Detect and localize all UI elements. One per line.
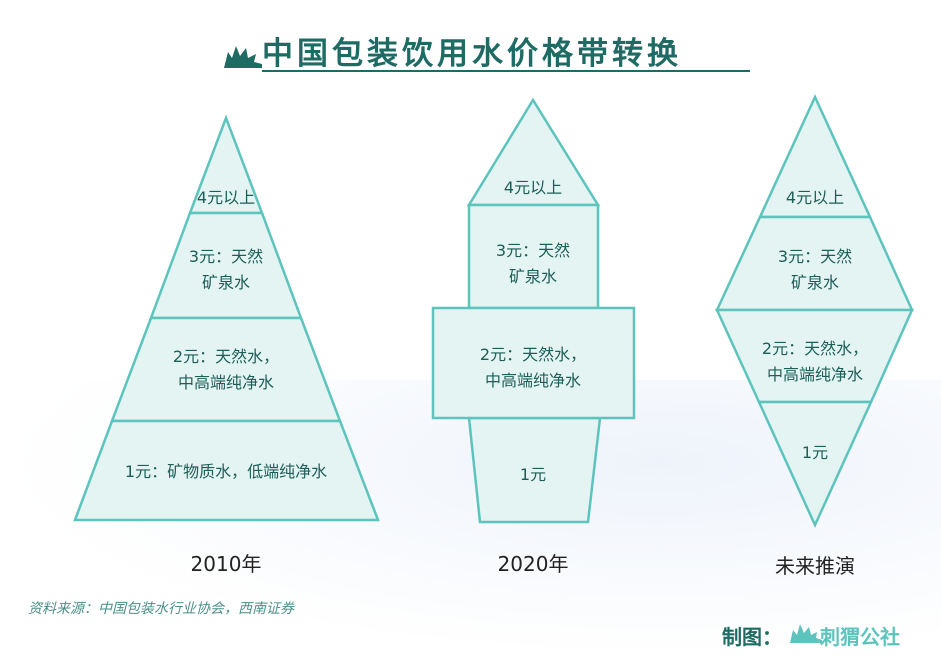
tier-label: 1元 (801, 443, 829, 462)
source-note: 资料来源：中国包装水行业协会，西南证券 (28, 601, 294, 617)
credit-label: 制图： (722, 625, 782, 649)
year-label: 2010年 (190, 552, 262, 576)
tier-label: 4元以上 (503, 178, 563, 197)
tier-label: 2元：天然水， 中高端纯净水 (172, 347, 280, 392)
tier-label: 2元：天然水， 中高端纯净水 (479, 345, 587, 390)
brand-name: 刺猬公社 (820, 625, 900, 649)
tier-label: 1元 (519, 465, 547, 484)
title-underline (262, 70, 750, 72)
tier-label: 3元：天然 矿泉水 (495, 241, 571, 286)
logo-icon (224, 46, 262, 68)
pyramid-2010-tier-1 (73, 419, 380, 522)
diamond-future-tier-1 (757, 400, 873, 529)
year-label: 2020年 (497, 552, 569, 576)
tier-label: 4元以上 (785, 188, 845, 207)
tier-label: 3元：天然 矿泉水 (188, 247, 264, 292)
brand-logo-icon (790, 624, 822, 643)
tier-label: 4元以上 (196, 188, 256, 207)
tier-label: 1元：矿物质水，低端纯净水 (124, 462, 328, 481)
year-label: 未来推演 (775, 554, 855, 578)
tier-label: 2元：天然水， 中高端纯净水 (761, 339, 869, 384)
shape-2020-tier-2 (431, 306, 636, 420)
page-title: 中国包装饮用水价格带转换 (262, 36, 682, 72)
tier-label: 3元：天然 矿泉水 (777, 247, 853, 292)
shape-2020-tier-3 (467, 203, 600, 310)
